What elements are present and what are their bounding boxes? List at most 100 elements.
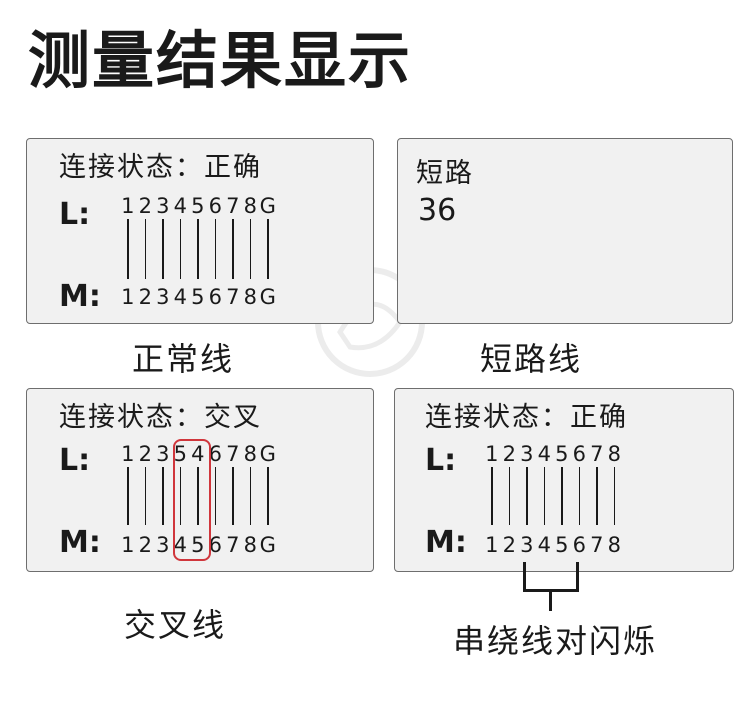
pin: 1 [485, 533, 499, 557]
pin: 8 [243, 442, 257, 466]
wire [508, 467, 511, 525]
pin: 8 [243, 194, 257, 218]
wire [596, 467, 598, 525]
pair-bracket-left [523, 562, 526, 592]
m-pin-row: 1 2 3 4 5 6 7 8 G [119, 535, 277, 556]
pin: 4 [191, 442, 205, 466]
m-label: M: [59, 279, 101, 314]
pin: 7 [226, 285, 240, 309]
wire [526, 467, 528, 525]
l-pin-row: 1 2 3 5 4 6 7 8 G [119, 444, 277, 465]
wire [249, 467, 252, 525]
pin: 2 [138, 533, 152, 557]
l-label: L: [59, 443, 91, 478]
crossed-pair-highlight [173, 439, 211, 561]
short-label: 短路 [416, 158, 474, 189]
pin: 3 [156, 533, 170, 557]
pin: 7 [226, 442, 240, 466]
pin: 4 [537, 533, 551, 557]
pin: 1 [121, 533, 135, 557]
pin: 4 [173, 194, 187, 218]
m-label: M: [59, 525, 101, 560]
pin: 6 [208, 442, 222, 466]
pin: 3 [520, 533, 534, 557]
panel-twist: 连接状态：正确 L: M: 1 2 3 4 5 6 7 8 1 2 3 4 5 … [394, 388, 734, 572]
pin: 8 [243, 285, 257, 309]
m-pin-row: 1 2 3 4 5 6 7 8 G [119, 287, 277, 308]
pin: 5 [555, 533, 569, 557]
panel-short: 短路 36 [397, 138, 733, 324]
connection-status: 连接状态：交叉 [59, 402, 262, 433]
pin: 2 [138, 285, 152, 309]
pin: 6 [572, 442, 586, 466]
wire [197, 467, 199, 525]
wire [162, 219, 164, 279]
pin: 6 [572, 533, 586, 557]
pin: 8 [243, 533, 257, 557]
pin: 3 [156, 194, 170, 218]
wire [127, 467, 129, 525]
pin: 7 [226, 533, 240, 557]
wire [232, 219, 234, 279]
l-label: L: [59, 197, 91, 232]
wire [267, 219, 269, 279]
pin: 6 [208, 194, 222, 218]
pin: 5 [191, 194, 205, 218]
caption-cross: 交叉线 [124, 606, 227, 644]
wire [543, 467, 546, 525]
pin: 3 [156, 285, 170, 309]
short-value: 36 [418, 193, 457, 228]
pin: 5 [173, 442, 187, 466]
panel-normal: 连接状态：正确 L: M: 1 2 3 4 5 6 7 8 G 1 2 3 4 … [26, 138, 374, 324]
pin: 1 [121, 285, 135, 309]
pin: 8 [607, 533, 621, 557]
page-title: 测量结果显示 [28, 24, 413, 97]
pin: 6 [208, 533, 222, 557]
wire [127, 219, 129, 279]
l-label: L: [425, 443, 457, 478]
connection-status: 连接状态：正确 [425, 402, 628, 433]
pin: 1 [485, 442, 499, 466]
pin: 4 [173, 285, 187, 309]
pin: 5 [191, 533, 205, 557]
wire [491, 467, 493, 525]
pair-bracket-right [576, 562, 579, 592]
m-label: M: [425, 525, 467, 560]
pin: 1 [121, 194, 135, 218]
pin: G [259, 194, 276, 218]
pin: 6 [208, 285, 222, 309]
caption-short: 短路线 [480, 340, 583, 378]
pin: G [259, 285, 276, 309]
pin: 8 [607, 442, 621, 466]
wire [214, 219, 217, 279]
pair-bracket-stem [549, 589, 552, 611]
l-pin-row: 1 2 3 4 5 6 7 8 [483, 444, 623, 465]
panel-cross: 连接状态：交叉 L: M: 1 2 3 5 4 6 7 8 G 1 2 3 4 … [26, 388, 374, 572]
pin: G [259, 442, 276, 466]
wire [179, 467, 182, 525]
pin: 7 [590, 533, 604, 557]
connection-status: 连接状态：正确 [59, 152, 262, 183]
pin: 3 [156, 442, 170, 466]
l-pin-row: 1 2 3 4 5 6 7 8 G [119, 196, 277, 217]
pin: 2 [502, 533, 516, 557]
m-pin-row: 1 2 3 4 5 6 7 8 [483, 535, 623, 556]
pin: 2 [138, 442, 152, 466]
pin: 5 [555, 442, 569, 466]
pin: 3 [520, 442, 534, 466]
caption-twist: 串绕线对闪烁 [453, 622, 658, 660]
wire [561, 467, 563, 525]
wire [249, 219, 252, 279]
pin: 7 [590, 442, 604, 466]
wire [267, 467, 269, 525]
pin: G [259, 533, 276, 557]
wire [578, 467, 581, 525]
wire [232, 467, 234, 525]
pin: 4 [173, 533, 187, 557]
pin: 5 [191, 285, 205, 309]
pin: 2 [138, 194, 152, 218]
pin: 2 [502, 442, 516, 466]
wire [197, 219, 199, 279]
wire [144, 219, 147, 279]
pin: 7 [226, 194, 240, 218]
